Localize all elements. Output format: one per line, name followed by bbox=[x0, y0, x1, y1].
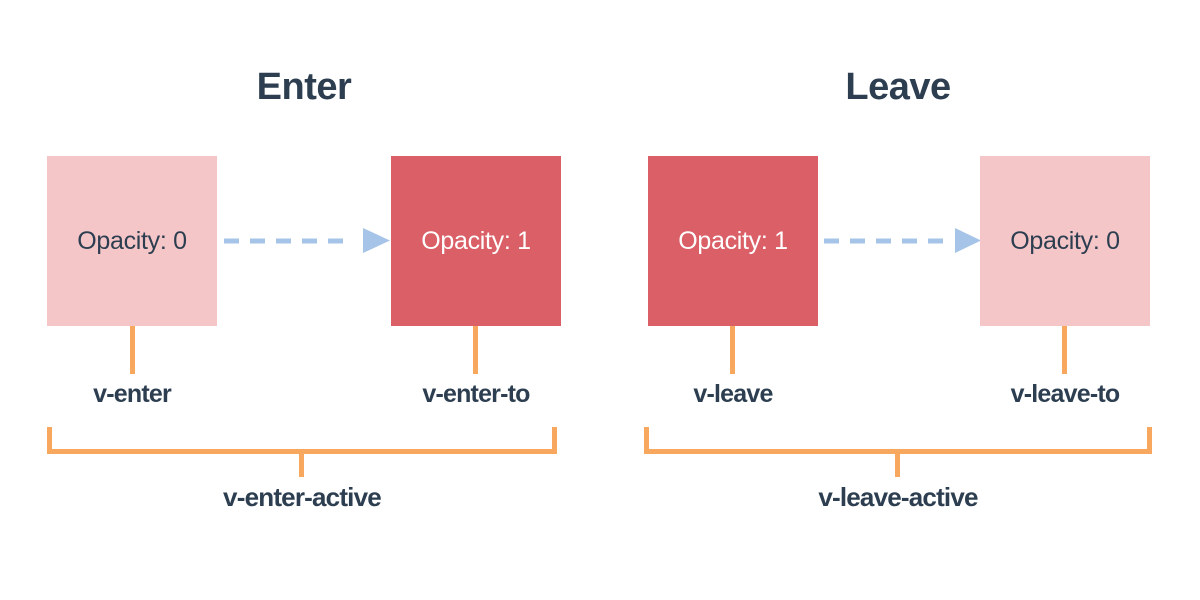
leave-end-state-box: Opacity: 0 bbox=[980, 156, 1150, 326]
enter-end-connector-line bbox=[473, 326, 478, 374]
leave-start-state-box: Opacity: 1 bbox=[648, 156, 818, 326]
leave-active-bracket-stem bbox=[895, 454, 900, 477]
enter-start-opacity-label: Opacity: 0 bbox=[77, 226, 187, 255]
v-leave-label: v-leave bbox=[693, 380, 773, 408]
enter-section-title: Enter bbox=[256, 66, 352, 108]
enter-active-bracket bbox=[47, 427, 557, 454]
v-enter-to-label: v-enter-to bbox=[422, 380, 530, 408]
v-leave-to-label: v-leave-to bbox=[1010, 380, 1121, 408]
enter-end-state-box: Opacity: 1 bbox=[391, 156, 561, 326]
enter-start-connector-line bbox=[130, 326, 135, 374]
enter-active-bracket-stem bbox=[299, 454, 304, 477]
leave-end-opacity-label: Opacity: 0 bbox=[1010, 226, 1120, 255]
enter-end-opacity-label: Opacity: 1 bbox=[421, 226, 531, 255]
leave-section-title: Leave bbox=[845, 66, 951, 108]
leave-dashed-arrow bbox=[824, 228, 981, 253]
leave-start-connector-line bbox=[730, 326, 735, 374]
leave-start-opacity-label: Opacity: 1 bbox=[678, 226, 788, 255]
enter-start-state-box: Opacity: 0 bbox=[47, 156, 217, 326]
v-enter-label: v-enter bbox=[93, 380, 172, 408]
leave-end-connector-line bbox=[1062, 326, 1067, 374]
v-enter-active-label: v-enter-active bbox=[223, 482, 382, 512]
arrowhead-right-icon bbox=[955, 228, 981, 253]
v-leave-active-label: v-leave-active bbox=[818, 482, 978, 512]
leave-active-bracket bbox=[644, 427, 1152, 454]
enter-dashed-arrow bbox=[224, 228, 390, 253]
arrowhead-right-icon bbox=[363, 228, 390, 253]
